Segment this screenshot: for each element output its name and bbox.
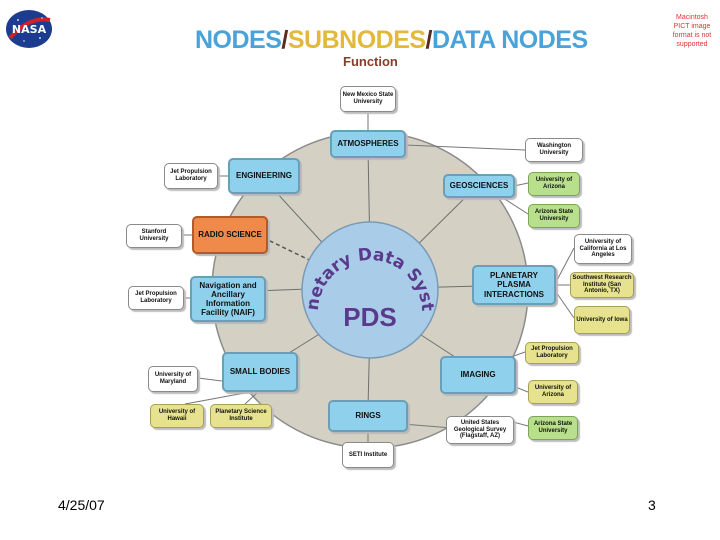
unsupported-image-note: Macintosh PICT image format is not suppo… (672, 14, 712, 48)
title-data-nodes: DATA NODES (432, 26, 588, 54)
title-nodes: NODES (195, 26, 282, 54)
page-title: NODES/SUBNODES/DATA NODES (195, 26, 588, 55)
subnode-arizona-state-geosciences: Arizona State University (528, 204, 580, 228)
pds-label: PDS (343, 302, 397, 332)
subnode-arizona-state-imaging: Arizona State University (528, 416, 578, 440)
pds-center-circle (301, 221, 439, 359)
institution-seti: SETI Institute (342, 442, 394, 468)
node-engineering: ENGINEERING (228, 158, 300, 194)
subnode-university-of-arizona-geosciences: University of Arizona (528, 172, 580, 196)
institution-usgs: United States Geological Survey (Flagsta… (446, 416, 514, 444)
institution-ucla: University of California at Los Angeles (574, 234, 632, 264)
node-atmospheres: ATMOSPHERES (330, 130, 406, 158)
subnode-university-of-arizona-imaging: University of Arizona (528, 380, 578, 404)
institution-washington-university: Washington University (525, 138, 583, 162)
slide-date: 4/25/07 (58, 497, 105, 513)
institution-jpl-naif: Jet Propulsion Laboratory (128, 286, 184, 310)
node-naif: Navigation and Ancillary Information Fac… (190, 276, 266, 322)
node-planetary-plasma-interactions: PLANETARY PLASMA INTERACTIONS (472, 265, 556, 305)
nasa-logo: NASA (6, 10, 52, 48)
institution-new-mexico-state: New Mexico State University (340, 86, 396, 112)
subnode-planetary-science-institute: Planetary Science Institute (210, 404, 272, 428)
subnode-southwest-research-institute: Southwest Research Institute (San Antoni… (570, 272, 634, 298)
institution-stanford: Stanford University (126, 224, 182, 248)
institution-university-of-maryland: University of Maryland (148, 366, 198, 392)
svg-text:NASA: NASA (12, 23, 47, 36)
radio-science-connector (267, 239, 331, 271)
subnode-university-of-hawaii: University of Hawaii (150, 404, 204, 428)
title-slash-1: / (281, 26, 288, 54)
subnode-university-of-iowa: University of Iowa (574, 306, 630, 334)
page-subtitle: Function (343, 54, 398, 69)
node-radio-science: RADIO SCIENCE (192, 216, 268, 254)
subnode-jpl-imaging: Jet Propulsion Laboratory (525, 342, 579, 364)
institution-jpl-engineering: Jet Propulsion Laboratory (164, 163, 218, 189)
node-small-bodies: SMALL BODIES (222, 352, 298, 392)
title-subnodes: SUBNODES (287, 26, 426, 54)
page-number: 3 (648, 497, 656, 513)
node-geosciences: GEOSCIENCES (443, 174, 515, 198)
node-rings: RINGS (328, 400, 408, 432)
title-slash-2: / (425, 26, 433, 54)
node-imaging: IMAGING (440, 356, 516, 394)
